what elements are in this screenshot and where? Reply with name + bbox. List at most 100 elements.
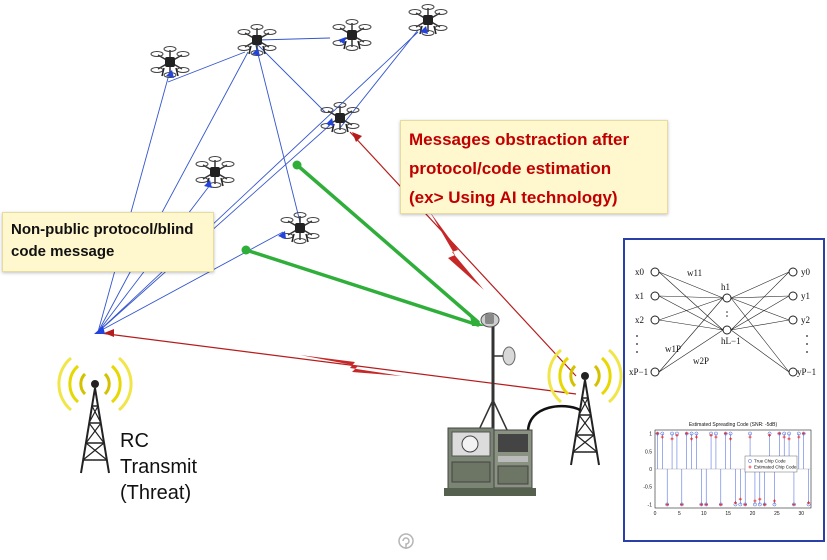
true-chip-point-7 bbox=[689, 431, 694, 436]
nn-hidden-node-2 bbox=[722, 325, 732, 335]
nn-input-label-2: x2 bbox=[635, 315, 644, 325]
legend-true-marker bbox=[748, 459, 752, 463]
nn-hidden-label-2: hL−1 bbox=[721, 336, 741, 346]
true-chip-point-0 bbox=[655, 431, 660, 436]
true-chip-point-12 bbox=[714, 431, 718, 436]
true-chip-point-25 bbox=[777, 431, 782, 436]
spreading-code-chart: Estimated Spreading Code (SNR: -5dB) 0 5 10… bbox=[643, 422, 812, 517]
true-chip-point-22 bbox=[762, 502, 767, 507]
nn-input-node-1 bbox=[650, 291, 660, 301]
watermark-icon bbox=[398, 533, 414, 549]
estimated-chip-point-1 bbox=[660, 435, 664, 439]
intercept-node-1 bbox=[292, 160, 302, 170]
callout-left-line-2: code message bbox=[11, 243, 115, 260]
chart-x-tick-2: 10 bbox=[701, 511, 707, 517]
chart-x-tick-1: 5 bbox=[678, 511, 681, 517]
chart-legend bbox=[744, 455, 798, 473]
true-chip-point-6 bbox=[684, 431, 689, 436]
drone-2 bbox=[237, 23, 277, 57]
estimated-chip-point-29 bbox=[797, 435, 801, 439]
estimated-chip-point-21 bbox=[758, 497, 762, 501]
nn-output-label-1: y1 bbox=[801, 291, 810, 301]
estimated-chip-point-2 bbox=[665, 502, 669, 506]
estimated-chip-point-0 bbox=[655, 432, 659, 436]
true-chip-point-3 bbox=[670, 431, 674, 436]
drone-5 bbox=[320, 101, 360, 135]
nn-input-node-3 bbox=[650, 367, 660, 377]
nn-edges bbox=[658, 271, 790, 373]
threat-label-line-1: RC bbox=[120, 430, 149, 452]
chart-title: Estimated Spreading Code (SNR: -5dB) bbox=[689, 422, 778, 428]
chart-x-tick-4: 20 bbox=[750, 511, 756, 517]
estimated-chip-point-15 bbox=[729, 437, 733, 441]
nn-output-node-1 bbox=[788, 291, 798, 301]
true-chip-point-15 bbox=[728, 431, 733, 436]
chart-y-tick-4: -1 bbox=[648, 502, 653, 508]
callout-blind-code: Non-public protocol/blind code message bbox=[2, 212, 214, 272]
nn-output-node-2 bbox=[788, 315, 798, 325]
true-chip-point-29 bbox=[796, 431, 801, 436]
nn-weight-label-w2p: w2P bbox=[693, 356, 709, 366]
jammer-tower bbox=[547, 348, 623, 467]
estimated-chip-point-23 bbox=[768, 433, 772, 437]
estimated-chip-point-25 bbox=[777, 432, 781, 436]
estimated-chip-point-5 bbox=[680, 502, 684, 506]
estimated-chip-point-16 bbox=[733, 501, 737, 505]
nn-ellipsis-dots bbox=[636, 311, 808, 353]
nn-weight-label-w11: w11 bbox=[687, 268, 702, 278]
legend-estimated-label: Estimated Chip Code bbox=[754, 465, 797, 470]
estimated-chip-point-17 bbox=[738, 497, 742, 501]
nn-hidden-node-1 bbox=[722, 293, 732, 303]
callout-right-line-1: Messages obstraction after bbox=[409, 130, 630, 149]
drone-3 bbox=[332, 18, 372, 52]
estimated-chip-point-12 bbox=[714, 435, 718, 439]
nn-output-label-2: y2 bbox=[801, 315, 810, 325]
nn-figure: x0 x1 x2 xP−1 h1 hL−1 y0 y1 y2 yP−1 w11 … bbox=[629, 267, 816, 517]
nn-input-node-0 bbox=[650, 267, 660, 277]
true-chip-point-30 bbox=[801, 431, 806, 436]
nn-input-label-0: x0 bbox=[635, 267, 645, 277]
estimated-chip-point-31 bbox=[807, 501, 811, 505]
true-chip-point-17 bbox=[738, 502, 743, 507]
estimated-chip-point-28 bbox=[792, 502, 796, 506]
nn-input-label-1: x1 bbox=[635, 291, 644, 301]
estimated-chip-point-7 bbox=[690, 437, 694, 441]
estimated-chip-point-20 bbox=[753, 499, 757, 503]
true-chip-point-21 bbox=[757, 502, 762, 507]
nn-weight-label-w1p: w1P bbox=[665, 344, 681, 354]
true-chip-point-19 bbox=[748, 431, 752, 436]
estimated-chip-point-30 bbox=[802, 432, 806, 436]
nn-output-node-0 bbox=[788, 267, 798, 277]
neural-network-panel: x0 x1 x2 xP−1 h1 hL−1 y0 y1 y2 yP−1 w11 … bbox=[623, 238, 825, 542]
estimated-chip-point-13 bbox=[719, 502, 723, 506]
drone-4 bbox=[408, 3, 448, 37]
estimated-chip-point-11 bbox=[709, 433, 713, 437]
chart-y-tick-3: -0.5 bbox=[643, 485, 652, 491]
threat-label-line-2: Transmit bbox=[120, 456, 198, 478]
estimated-chip-point-26 bbox=[782, 435, 786, 439]
true-chip-point-28 bbox=[792, 502, 796, 507]
nn-input-label-3: xP−1 bbox=[629, 367, 648, 377]
nn-output-label-0: y0 bbox=[801, 267, 811, 277]
nn-output-label-3: yP−1 bbox=[797, 367, 816, 377]
true-chip-point-14 bbox=[723, 431, 728, 436]
estimated-chip-point-6 bbox=[685, 432, 689, 436]
estimated-chip-point-9 bbox=[699, 502, 703, 506]
estimated-chip-point-8 bbox=[694, 435, 698, 439]
chart-y-tick-1: 0.5 bbox=[645, 449, 652, 455]
true-chip-point-10 bbox=[704, 502, 709, 507]
threat-label-line-3: (Threat) bbox=[120, 482, 192, 504]
callout-right-line-3: (ex> Using AI technology) bbox=[409, 188, 618, 207]
chart-x-tick-5: 25 bbox=[774, 511, 780, 517]
arrowhead-to-transmitter bbox=[104, 329, 114, 337]
transmitter-marker bbox=[94, 326, 105, 334]
true-chip-point-5 bbox=[679, 502, 684, 507]
chart-x-tick-3: 15 bbox=[725, 511, 731, 517]
estimated-chip-point-19 bbox=[748, 435, 752, 439]
true-chip-point-2 bbox=[665, 502, 670, 507]
chart-y-tick-2: 0 bbox=[649, 467, 652, 473]
estimated-chip-point-18 bbox=[743, 502, 747, 506]
callout-message-extraction: Messages obstraction after protocol/code… bbox=[400, 120, 668, 214]
callout-left-line-1: Non-public protocol/blind bbox=[11, 221, 194, 238]
true-chip-point-24 bbox=[772, 502, 777, 507]
